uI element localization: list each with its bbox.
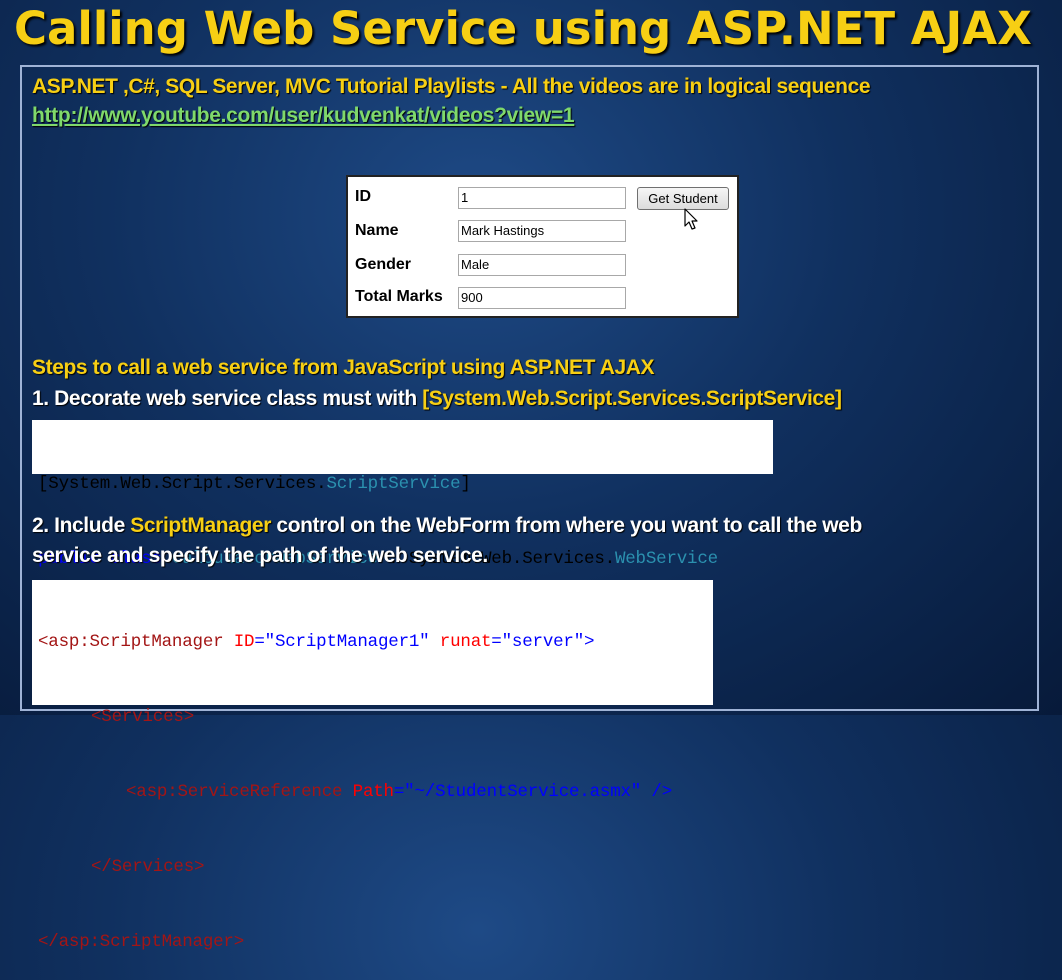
code2-line4: </Services> — [91, 857, 205, 877]
step1-label: 1. Decorate web service class must with — [32, 387, 423, 410]
code1-line2: public class CalculatorWebService : Syst… — [38, 549, 718, 569]
step2-text: 2. Include ScriptManager control on the … — [32, 514, 862, 538]
step2-text-line2: service and specify the path of the web … — [32, 544, 488, 567]
code2-line5: </asp:ScriptManager> — [38, 932, 245, 952]
code2-line2: <Services> — [91, 707, 195, 727]
slide-title: Calling Web Service using ASP.NET AJAX — [14, 2, 1032, 55]
code2-line1: <asp:ScriptManager ID="ScriptManager1" r… — [38, 632, 595, 652]
student-form: ID 1 Get Student Name Mark Hastings Gend… — [346, 175, 739, 318]
step2-label: 2. Include — [32, 514, 131, 537]
step1-highlight: [System.Web.Script.Services.ScriptServic… — [422, 387, 842, 410]
get-student-button[interactable]: Get Student — [637, 187, 729, 210]
name-input[interactable]: Mark Hastings — [458, 220, 626, 242]
code-block-script-manager: <asp:ScriptManager ID="ScriptManager1" r… — [32, 580, 713, 952]
mouse-pointer-icon — [684, 208, 698, 230]
name-label: Name — [355, 222, 399, 239]
total-marks-input[interactable]: 900 — [458, 287, 626, 309]
gender-input[interactable]: Male — [458, 254, 626, 276]
gender-label: Gender — [355, 256, 412, 273]
id-input[interactable]: 1 — [458, 187, 626, 209]
code2-line3: <asp:ServiceReference Path="~/StudentSer… — [126, 782, 673, 802]
content-frame — [20, 65, 1039, 711]
step2-highlight: ScriptManager — [130, 514, 271, 537]
playlist-link[interactable]: http://www.youtube.com/user/kudvenkat/vi… — [32, 104, 575, 127]
steps-heading: Steps to call a web service from JavaScr… — [32, 356, 655, 379]
code-block-service-attribute: [System.Web.Script.Services.ScriptServic… — [32, 420, 773, 569]
total-marks-label: Total Marks — [355, 288, 443, 305]
step2-rest: control on the WebForm from where you wa… — [270, 514, 862, 537]
step1-text: 1. Decorate web service class must with … — [32, 387, 842, 411]
playlist-text: ASP.NET ,C#, SQL Server, MVC Tutorial Pl… — [32, 75, 871, 98]
code1-line1: [System.Web.Script.Services.ScriptServic… — [38, 474, 471, 494]
id-label: ID — [355, 188, 371, 205]
